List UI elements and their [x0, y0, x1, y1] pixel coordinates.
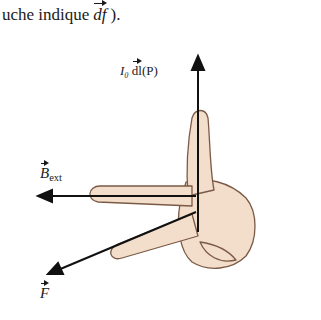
hand [90, 111, 255, 269]
vector-symbol: dl [132, 64, 142, 77]
arrow-head [192, 56, 204, 70]
label-group: uche indiquedf). [2, 6, 121, 23]
current-arrow [197, 66, 199, 232]
arrow-head [48, 263, 63, 274]
vector-symbol: df [93, 6, 106, 23]
force-arrow [58, 212, 196, 270]
label-group: I₀dl(P) [120, 64, 158, 77]
force-symbol: F [40, 286, 49, 301]
point-symbol: (P) [142, 63, 158, 78]
arrow-head [38, 190, 52, 202]
label-group: F [40, 286, 49, 301]
label-group: Bext [40, 166, 62, 184]
current-symbol: I₀ [120, 63, 129, 78]
vector-arrows [38, 56, 204, 274]
caption-fragment: ). [111, 5, 121, 24]
field-subscript: ext [49, 172, 62, 183]
field-symbol: B [40, 166, 49, 181]
field-arrow [48, 195, 196, 197]
caption-fragment: uche indique [2, 5, 89, 24]
